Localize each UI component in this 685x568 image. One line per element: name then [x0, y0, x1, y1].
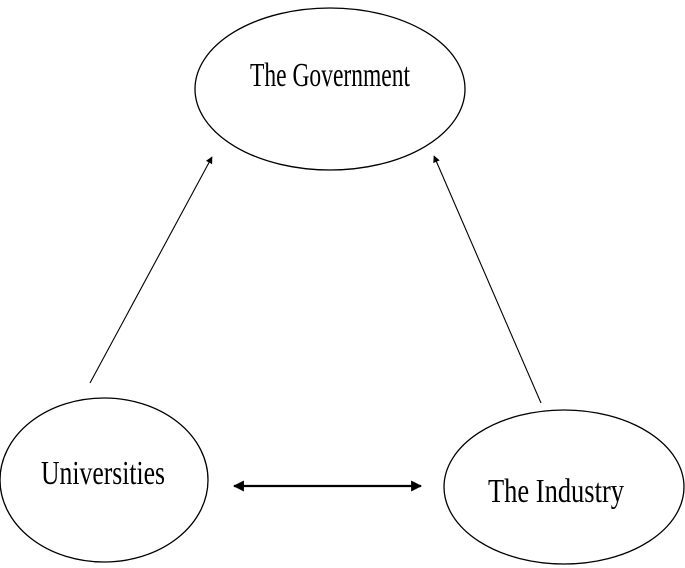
- arrow-industry-to-government: [433, 155, 542, 404]
- universities-label: Universities: [41, 455, 165, 492]
- node-industry: The Industry: [443, 409, 685, 565]
- industry-ellipse: [443, 409, 685, 565]
- government-label: The Government: [250, 57, 410, 94]
- node-government: The Government: [194, 7, 466, 171]
- arrow-universities-to-government: [89, 156, 213, 384]
- government-ellipse: [194, 7, 466, 171]
- node-universities: Universities: [0, 397, 209, 563]
- universities-ellipse: [0, 397, 209, 563]
- industry-label: The Industry: [488, 473, 624, 510]
